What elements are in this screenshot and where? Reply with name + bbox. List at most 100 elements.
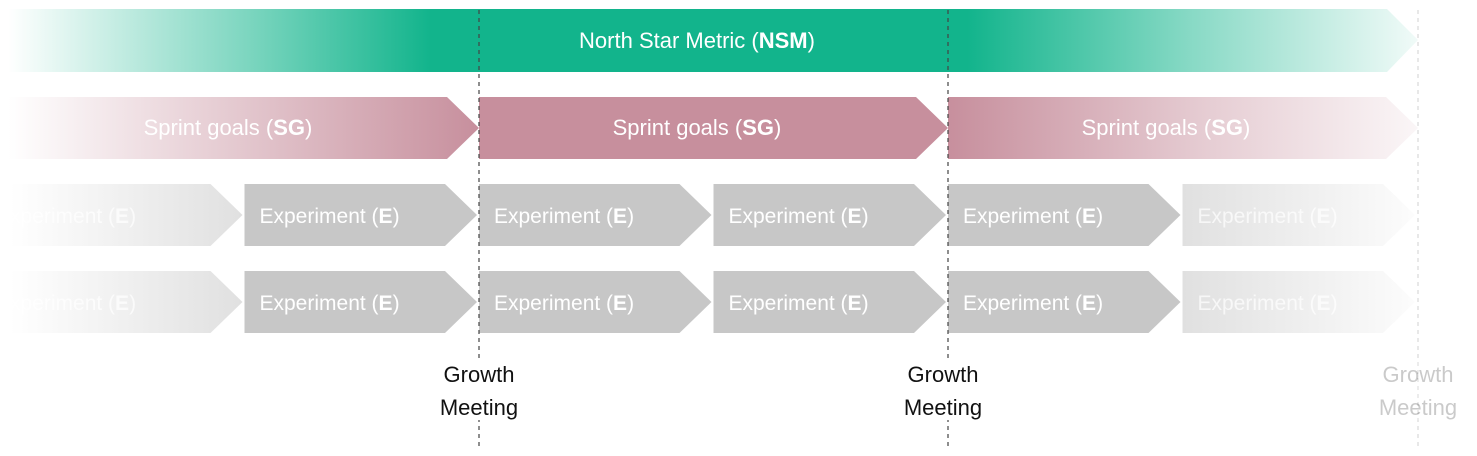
experiment-label-suffix: ): [627, 205, 634, 228]
experiment-label-abbr: E: [848, 292, 862, 315]
experiment-label-abbr: E: [115, 292, 129, 315]
experiment-label-abbr: E: [115, 205, 129, 228]
north-star-metric-arrow: [8, 9, 1418, 72]
growth-meeting-labels: Growth Meeting Growth Meeting Growth Mee…: [430, 360, 1470, 420]
experiment-arrow: [479, 184, 712, 246]
experiment-arrow: [479, 271, 712, 333]
experiment-1-4: Experiment (E): [713, 184, 946, 246]
experiment-label-suffix: ): [1331, 292, 1338, 315]
sprint-goal-2-arrow: [479, 97, 948, 159]
experiment-label-suffix: ): [1096, 205, 1103, 228]
experiment-label-prefix: Experiment (: [1198, 205, 1317, 228]
experiment-label-prefix: Experiment (: [0, 292, 115, 315]
experiment-1-3: Experiment (E): [479, 184, 712, 246]
north-star-metric-label-prefix: North Star Metric (: [579, 28, 759, 53]
sprint-goal-2-label: Sprint goals (SG): [613, 115, 782, 140]
experiment-label: Experiment (E): [494, 292, 634, 315]
north-star-metric-label-suffix: ): [808, 28, 815, 53]
experiment-label-abbr: E: [379, 292, 393, 315]
experiment-label-suffix: ): [393, 205, 400, 228]
sprint-goal-2-label-abbr: SG: [742, 115, 774, 140]
experiment-arrow: [244, 271, 477, 333]
sprint-goal-3-label: Sprint goals (SG): [1082, 115, 1251, 140]
experiment-label-suffix: ): [1331, 205, 1338, 228]
experiment-label-suffix: ): [129, 205, 136, 228]
experiment-label-abbr: E: [848, 205, 862, 228]
sprint-goal-1-label: Sprint goals (SG): [144, 115, 313, 140]
experiment-arrow: [10, 271, 243, 333]
sprint-goal-3-label-prefix: Sprint goals (: [1082, 115, 1212, 140]
growth-meeting-2-label-background: [899, 360, 997, 420]
sprint-goal-2-label-suffix: ): [774, 115, 781, 140]
experiment-label-prefix: Experiment (: [729, 205, 848, 228]
experiment-2-4: Experiment (E): [713, 271, 946, 333]
experiment-label: Experiment (E): [494, 205, 634, 228]
experiment-label: Experiment (E): [963, 205, 1103, 228]
growth-meeting-1: Growth Meeting: [430, 360, 528, 420]
sprint-goal-1-label-abbr: SG: [273, 115, 305, 140]
sprint-goal-1-label-suffix: ): [305, 115, 312, 140]
experiment-label-suffix: ): [862, 205, 869, 228]
north-star-metric-label-abbr: NSM: [759, 28, 808, 53]
north-star-metric-label: North Star Metric (NSM): [579, 28, 815, 53]
experiment-label: Experiment (E): [729, 205, 869, 228]
experiment-1-6: Experiment (E): [1182, 184, 1415, 246]
experiment-row-1: Experiment (E)Experiment (E)Experiment (…: [0, 184, 1415, 246]
growth-meeting-1-label-background: [430, 360, 528, 420]
experiment-label: Experiment (E): [260, 205, 400, 228]
experiment-arrow: [1182, 184, 1415, 246]
sprint-goal-3-label-suffix: ): [1243, 115, 1250, 140]
experiment-label-prefix: Experiment (: [1198, 292, 1317, 315]
experiment-2-3: Experiment (E): [479, 271, 712, 333]
experiment-label-prefix: Experiment (: [963, 205, 1082, 228]
experiment-label: Experiment (E): [1198, 292, 1338, 315]
growth-meeting-3: Growth Meeting: [1372, 360, 1470, 420]
experiment-arrow: [713, 184, 946, 246]
experiment-arrow: [948, 271, 1181, 333]
experiment-1-2: Experiment (E): [244, 184, 477, 246]
growth-meeting-3-line-1: Growth: [1383, 362, 1454, 387]
experiment-label-prefix: Experiment (: [260, 205, 379, 228]
experiment-label-prefix: Experiment (: [494, 292, 613, 315]
sprint-goal-1-label-prefix: Sprint goals (: [144, 115, 274, 140]
experiment-label: Experiment (E): [963, 292, 1103, 315]
experiment-arrow: [1182, 271, 1415, 333]
experiment-2-6: Experiment (E): [1182, 271, 1415, 333]
experiment-label-prefix: Experiment (: [494, 205, 613, 228]
experiment-arrow: [244, 184, 477, 246]
experiment-1-5: Experiment (E): [948, 184, 1181, 246]
experiment-label-abbr: E: [1082, 205, 1096, 228]
experiment-2-2: Experiment (E): [244, 271, 477, 333]
experiment-label: Experiment (E): [0, 292, 136, 315]
experiment-label-abbr: E: [379, 205, 393, 228]
experiment-row-2: Experiment (E)Experiment (E)Experiment (…: [0, 271, 1415, 333]
experiment-label-abbr: E: [1317, 205, 1331, 228]
experiment-label: Experiment (E): [1198, 205, 1338, 228]
sprint-goal-3: Sprint goals (SG): [948, 97, 1418, 159]
experiment-label-prefix: Experiment (: [0, 205, 115, 228]
experiment-label-suffix: ): [393, 292, 400, 315]
experiment-arrow: [713, 271, 946, 333]
experiment-label-suffix: ): [1096, 292, 1103, 315]
experiment-arrow: [948, 184, 1181, 246]
sprint-goal-2: Sprint goals (SG): [479, 97, 948, 159]
growth-meeting-1-line-2: Meeting: [440, 395, 518, 420]
sprint-goal-3-label-abbr: SG: [1211, 115, 1243, 140]
experiment-label-suffix: ): [862, 292, 869, 315]
experiment-2-5: Experiment (E): [948, 271, 1181, 333]
growth-meeting-2-line-1: Growth: [908, 362, 979, 387]
experiment-label-prefix: Experiment (: [260, 292, 379, 315]
experiment-arrow: [10, 184, 243, 246]
sprint-goal-1: Sprint goals (SG): [8, 97, 479, 159]
growth-meeting-3-line-2: Meeting: [1379, 395, 1457, 420]
experiment-label-suffix: ): [129, 292, 136, 315]
growth-meeting-dividers: [478, 10, 1419, 450]
experiment-label-suffix: ): [627, 292, 634, 315]
experiment-2-1: Experiment (E): [0, 271, 243, 333]
growth-meeting-1-line-1: Growth: [444, 362, 515, 387]
sprint-goal-3-arrow: [948, 97, 1418, 159]
experiment-label-abbr: E: [613, 205, 627, 228]
experiment-1-1: Experiment (E): [0, 184, 243, 246]
